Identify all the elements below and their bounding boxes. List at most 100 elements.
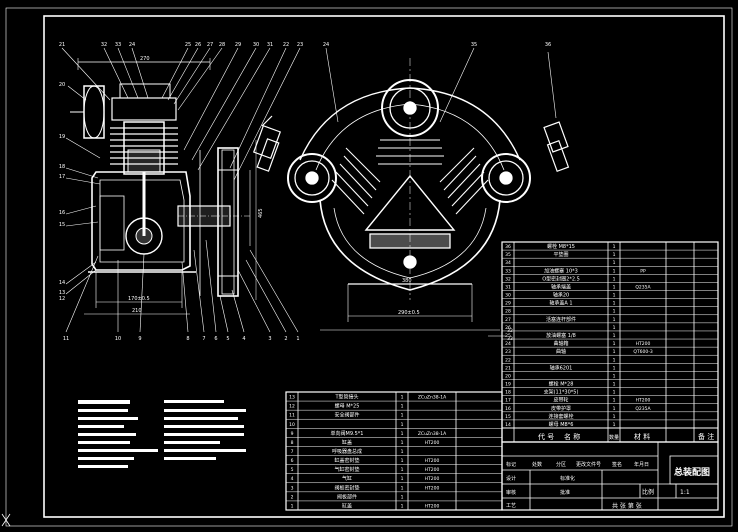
bom-row-qty: 1: [613, 276, 616, 282]
balloon-left-number: 14: [59, 280, 65, 286]
outer-border: [5, 7, 733, 527]
bom-row-qty: 1: [401, 431, 404, 437]
bom-row-qty: 1: [401, 404, 404, 410]
bom-row-name: 皮带轮: [553, 397, 568, 404]
bom-row-qty: 1: [613, 309, 616, 315]
bom-row-no: 5: [291, 467, 294, 473]
bom-row-no: 10: [289, 422, 295, 428]
bom-row-name: 缸盖密封垫: [334, 457, 359, 464]
title-block-label: 处数: [532, 461, 542, 468]
bom-row-material: HT200: [425, 440, 440, 446]
scale-label: 比例: [642, 488, 654, 496]
balloon-top-number: 26: [195, 42, 201, 48]
bom-row-no: 20: [505, 373, 511, 379]
bom-row-no: 35: [505, 252, 511, 258]
balloon-top-number: 22: [283, 42, 289, 48]
balloon-left-number: 18: [59, 164, 65, 170]
balloon-top-number: 23: [297, 42, 303, 48]
dimension-texts: 270 170±0.5 210 380 290±0.5 465: [128, 56, 420, 316]
bom-row-qty: 1: [613, 260, 616, 266]
balloon-top-number: 35: [471, 42, 477, 48]
bom-row-qty: 1: [613, 390, 616, 396]
bom-header-code: 代 号: [538, 432, 554, 441]
dim-base-length: 210: [132, 308, 142, 314]
bom-row-no: 14: [505, 422, 511, 428]
bom-row-name: 缸盖: [342, 502, 352, 509]
bom-row-material: PP: [640, 268, 646, 274]
inner-border: [43, 15, 725, 518]
bom-row-name: 螺母 M8*6: [549, 421, 574, 428]
bom-row-no: 17: [505, 398, 511, 404]
bom-row-material: HT200: [425, 458, 440, 464]
technical-notes: [78, 400, 246, 468]
title-block-label: 批准: [560, 489, 570, 496]
bom-row-name: 螺母 M*25: [335, 403, 360, 410]
balloon-bottom-number: 4: [242, 336, 245, 342]
title-block-label: 审核: [506, 489, 516, 496]
bom-row-no: 27: [505, 317, 511, 323]
bom-row-qty: 1: [613, 325, 616, 331]
bom-row-material: HT200: [636, 398, 651, 404]
bom-row-name: O型密封圈2*2.5: [542, 275, 580, 282]
balloon-left-number: 17: [59, 174, 65, 180]
bom-row-no: 26: [505, 325, 511, 331]
bom-row-name: 曲轴箱: [553, 340, 568, 347]
bom-row-name: 气缸密封垫: [334, 466, 359, 473]
bom-row-qty: 1: [401, 503, 404, 509]
bom-row-material: ZCuZn38-1A: [418, 395, 447, 401]
title-block-label: 工艺: [506, 503, 516, 509]
balloon-left-number: 20: [59, 82, 65, 88]
balloon-bottom-number: 8: [186, 336, 189, 342]
balloon-top-number: 27: [207, 42, 213, 48]
title-block-labels: 标记处数分区更改文件号签名年月日设计审核工艺标准化批准: [506, 461, 649, 509]
bom-row-material: QT600-3: [633, 349, 653, 355]
bom-row-no: 7: [291, 449, 294, 455]
bom-row-no: 24: [505, 341, 511, 347]
bom-row-name: 轴承盖A 1: [549, 300, 572, 307]
dim-overall-width: 270: [140, 56, 150, 62]
sheet-label: 共 张 第 张: [612, 502, 642, 510]
title-block-text: 总装配图 比例 1:1 共 张 第 张: [612, 466, 710, 510]
balloon-left-number: 16: [59, 210, 65, 216]
ucs-corner-icon: [1, 513, 11, 527]
bom-row-name: 曲轴: [556, 348, 566, 355]
bom-row-material: HT200: [425, 485, 440, 491]
valve-fitting-left: [252, 115, 282, 172]
bom-row-no: 13: [289, 395, 295, 401]
bom-row-no: 18: [505, 390, 511, 396]
bom-row-material: Q235A: [635, 284, 651, 290]
bom-row-no: 34: [505, 260, 511, 266]
bom-row-material: HT200: [425, 467, 440, 473]
scale-value: 1:1: [680, 489, 690, 496]
bom-row-name: 连接套螺栓: [548, 413, 573, 420]
bom-row-qty: 1: [401, 485, 404, 491]
bom-row-qty: 1: [613, 357, 616, 363]
balloon-top-number: 32: [101, 42, 107, 48]
drawing-title: 总装配图: [674, 466, 710, 478]
dim-height: 465: [258, 208, 264, 218]
bom-row-qty: 1: [401, 413, 404, 419]
balloon-bottom-number: 6: [214, 336, 217, 342]
bom-row-no: 25: [505, 333, 511, 339]
bom-row-qty: 1: [401, 494, 404, 500]
title-block-label: 年月日: [634, 461, 649, 468]
bom-row-qty: 1: [613, 244, 616, 250]
balloon-left-number: 19: [59, 134, 65, 140]
bom-row-material: HT200: [636, 341, 651, 347]
bom-row-name: 气缸: [342, 475, 352, 482]
dim-crank-width: 380: [402, 278, 412, 284]
bom-row-name: T型管接头: [334, 394, 358, 401]
title-block-label: 设计: [506, 475, 516, 482]
bom-row-name: 单向阀M9.5*1: [331, 430, 364, 437]
bom-header-note: 备 注: [698, 432, 714, 441]
dim-base-width: 170±0.5: [128, 296, 150, 302]
bom-row-name: 支架(11*30*5): [544, 389, 579, 396]
balloon-bottom-number: 1: [296, 336, 299, 342]
balloon-top-number: 29: [235, 42, 241, 48]
bom-row-name: 平垫圈: [553, 251, 568, 258]
bom-row-no: 9: [291, 431, 294, 437]
bom-row-qty: 1: [401, 440, 404, 446]
bom-row-no: 33: [505, 268, 511, 274]
